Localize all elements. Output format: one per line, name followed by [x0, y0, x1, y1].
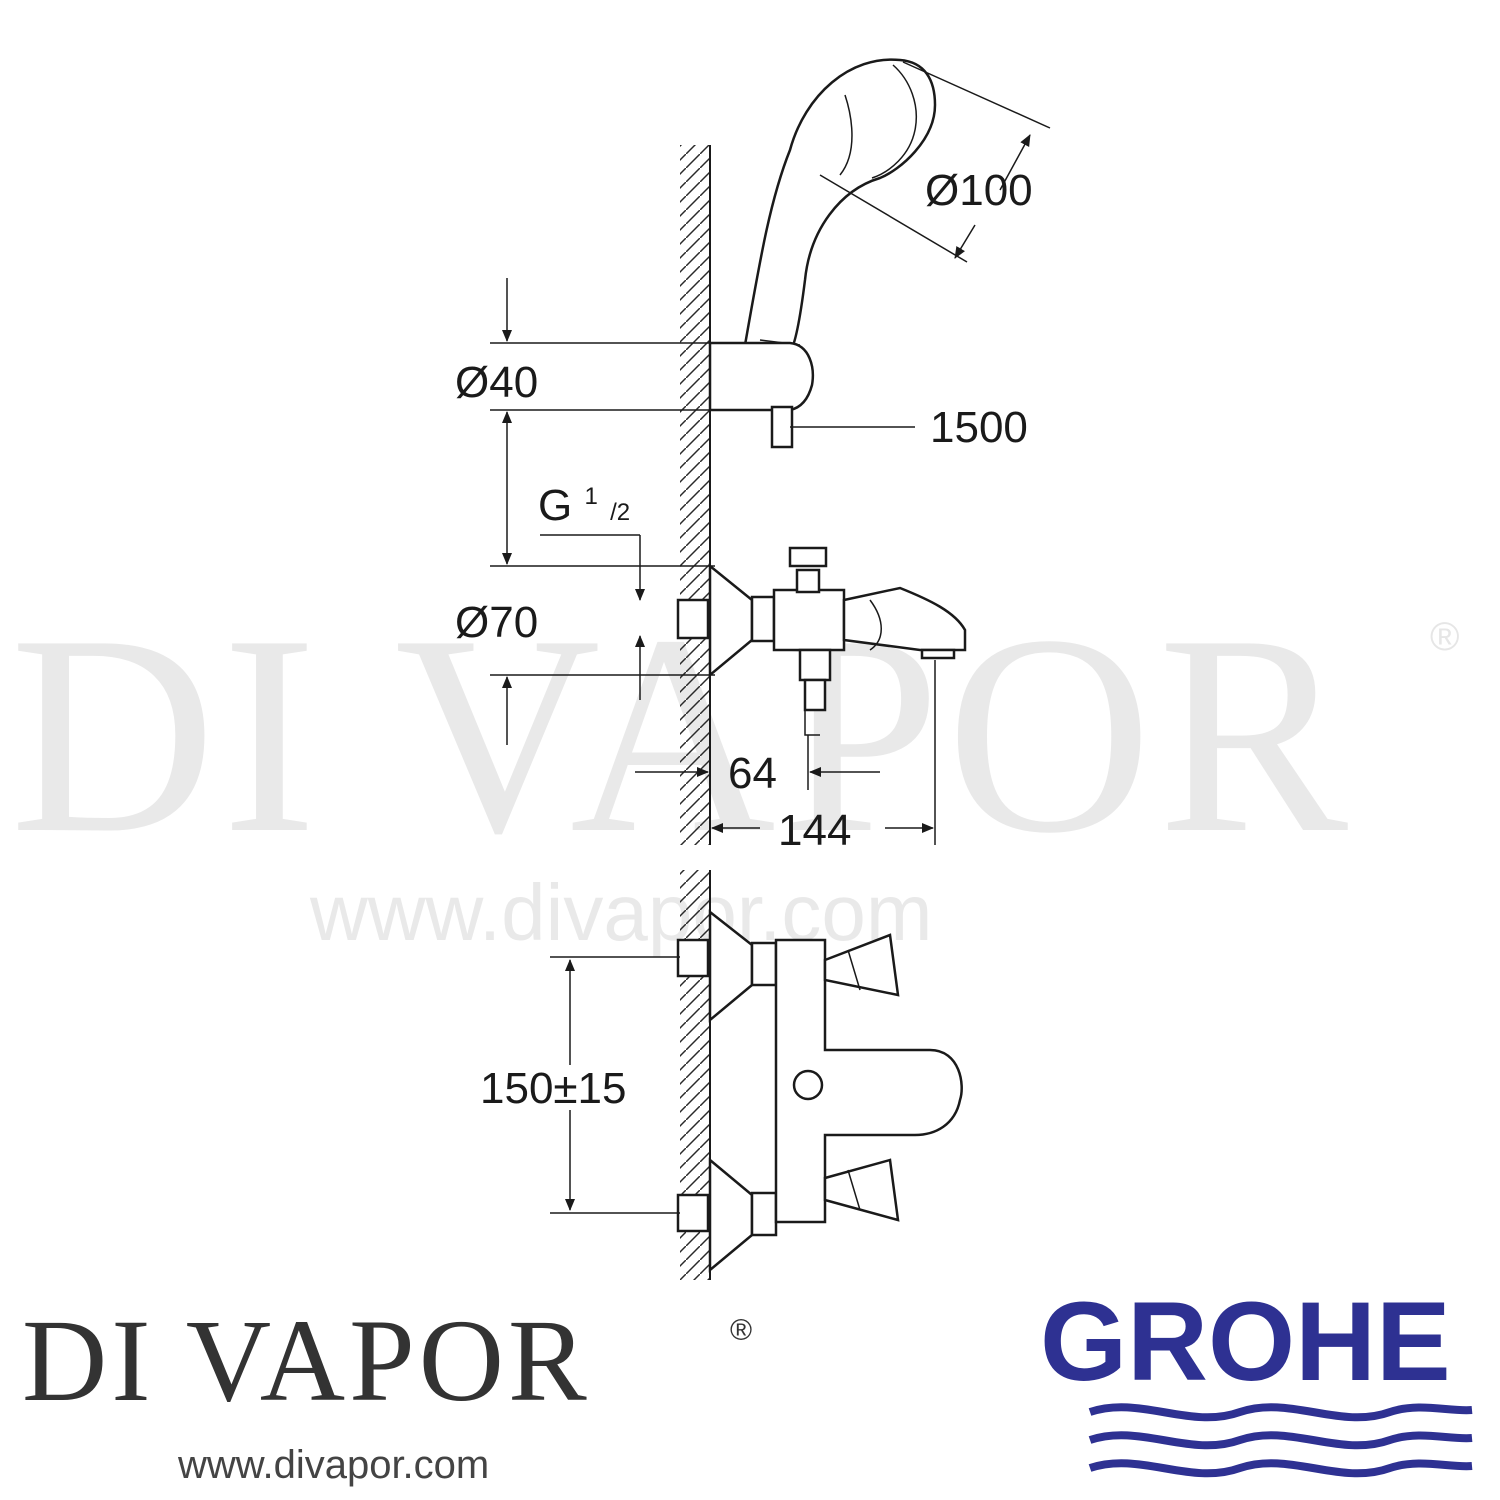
label-handshower-diameter: Ø100: [925, 166, 1033, 215]
watermark-registered-mark: ®: [1430, 615, 1459, 659]
label-hose-length: 1500: [930, 403, 1028, 452]
thread-label: G 1 /2: [538, 465, 645, 700]
divapor-logo: DI VAPOR ® www.divapor.com: [22, 1295, 752, 1487]
dim-centers: 150±15: [480, 956, 680, 1214]
grohe-logo: GROHE: [1040, 1279, 1473, 1478]
dim-projection: 64 144: [635, 660, 936, 855]
wall-section-upper: [680, 145, 711, 845]
dim-handshower-diameter: Ø100: [819, 61, 1051, 263]
divapor-registered-mark: ®: [730, 1314, 752, 1347]
label-holder-diameter: Ø40: [455, 358, 538, 407]
label-spout-offset: 64: [728, 749, 777, 798]
divapor-url: www.divapor.com: [177, 1443, 489, 1487]
dim-flange-diameter: Ø70: [455, 500, 715, 745]
divapor-brand-name: DI VAPOR: [22, 1295, 591, 1426]
mixer-front-view: [676, 909, 963, 1273]
shower-holder: [708, 341, 915, 449]
label-projection: 144: [778, 806, 851, 855]
label-thread: G 1 /2: [538, 465, 630, 530]
label-flange-diameter: Ø70: [455, 598, 538, 647]
watermark-url: www.divapor.com: [309, 868, 932, 957]
label-centers: 150±15: [480, 1064, 627, 1113]
mixer-side-view: [676, 546, 967, 736]
dim-holder-diameter: Ø40: [455, 278, 710, 500]
grohe-wordmark: GROHE: [1040, 1279, 1451, 1404]
hand-shower: [743, 58, 937, 354]
